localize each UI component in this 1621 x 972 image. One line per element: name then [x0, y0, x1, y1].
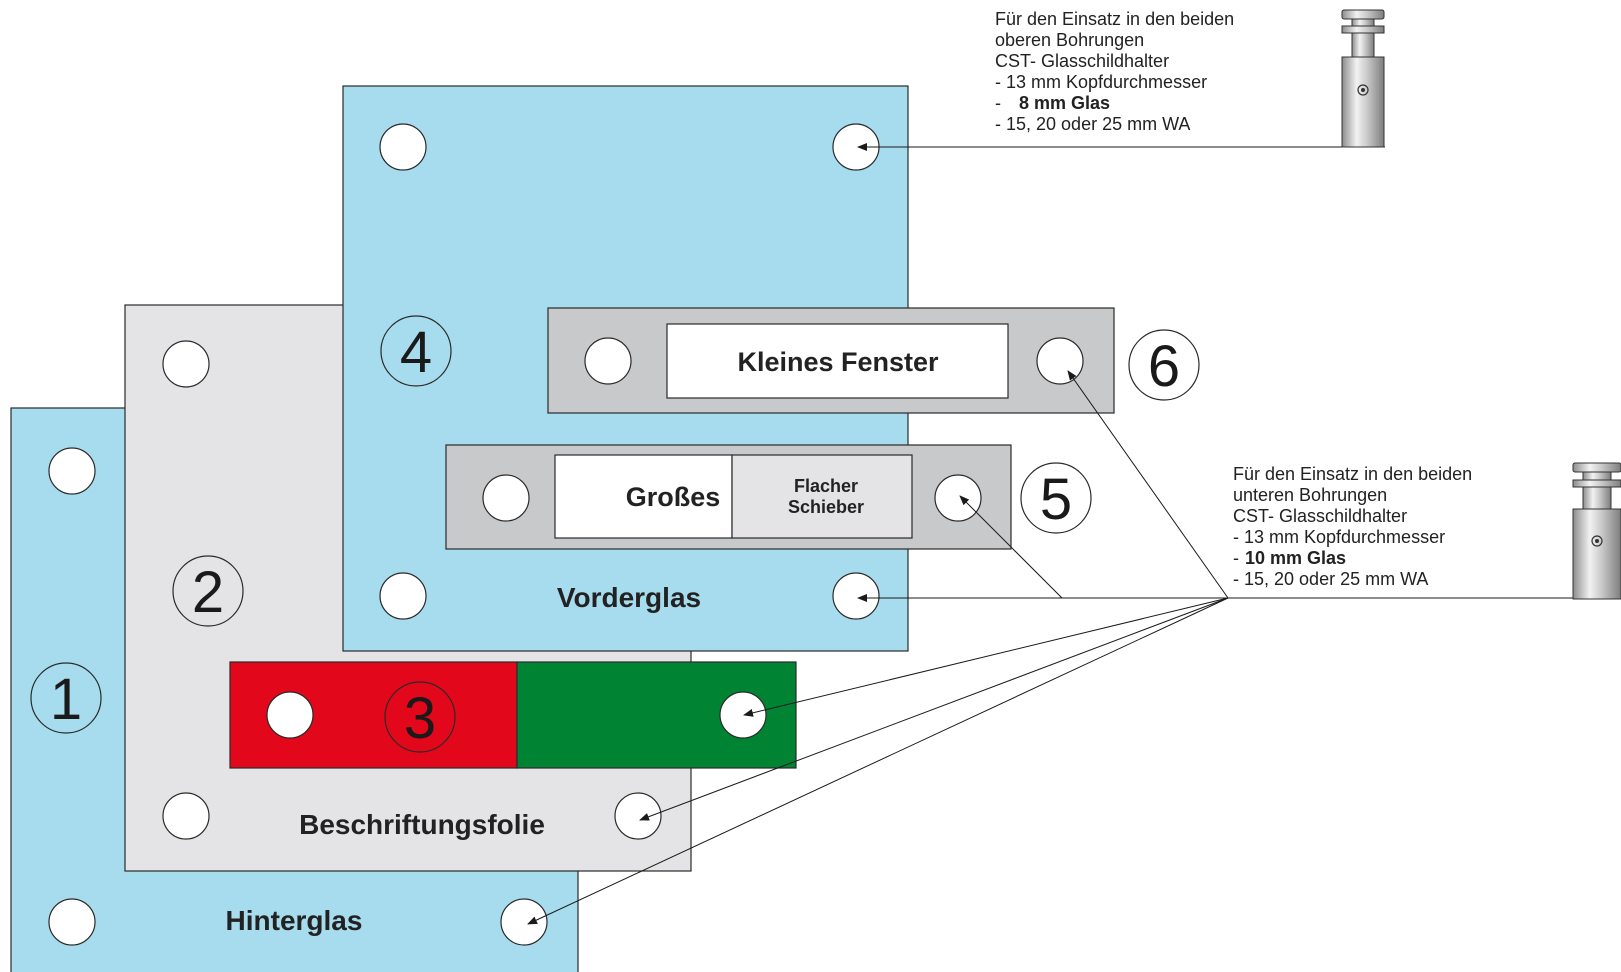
lower-note-line5-prefix: - — [1233, 548, 1239, 568]
number-badge-4 — [380, 315, 452, 387]
insert-strip: 3 — [229, 661, 797, 769]
strip-hole — [719, 691, 767, 739]
leader-to-strip — [743, 597, 1229, 717]
upper-note-line6: - 15, 20 oder 25 mm WA — [995, 114, 1190, 134]
number-badge-5 — [1020, 462, 1092, 534]
leader-to-bar6 — [1067, 370, 1229, 599]
bar-hole — [584, 337, 632, 385]
lower-note-line3: CST- Glasschildhalter — [1233, 506, 1407, 526]
strip-hole — [266, 691, 314, 739]
lower-note-line4: - 13 mm Kopfdurchmesser — [1233, 527, 1445, 547]
bar-hole — [1036, 337, 1084, 385]
upper-note-line5-bold: 8 mm Glas — [1019, 93, 1110, 113]
leader-to-bar5-a — [1012, 548, 1063, 599]
insert-strip-red — [229, 661, 518, 769]
number-badge-1 — [30, 662, 102, 734]
upper-note-line5-prefix: - — [995, 93, 1001, 113]
vorderglas-label: Vorderglas — [557, 582, 701, 613]
bar-hole — [482, 474, 530, 522]
large-window-label: Großes — [626, 482, 721, 512]
leader-to-folie — [639, 597, 1229, 821]
folie-hole — [162, 340, 210, 388]
leader-to-bar5-b — [959, 495, 1014, 550]
folie-hole — [614, 792, 662, 840]
large-window-bar: Großes Flacher Schieber 5 — [445, 444, 1092, 550]
upper-note-line4: - 13 mm Kopfdurchmesser — [995, 72, 1207, 92]
hinterglas-hole — [500, 898, 548, 946]
lower-note-line6: - 15, 20 oder 25 mm WA — [1233, 569, 1428, 589]
number-1: 1 — [50, 667, 82, 732]
number-badge-2 — [172, 555, 244, 627]
number-3: 3 — [404, 686, 436, 751]
number-badge-6 — [1128, 329, 1200, 401]
lower-note: Für den Einsatz in den beiden unteren Bo… — [1233, 464, 1472, 589]
hinterglas-hole — [48, 898, 96, 946]
hinterglas-hole — [48, 447, 96, 495]
vorderglas-hole — [832, 572, 880, 620]
vorderglas-hole — [379, 572, 427, 620]
small-window-label: Kleines Fenster — [737, 347, 939, 377]
flat-slider-label-line2: Schieber — [788, 497, 864, 517]
large-window — [554, 454, 733, 539]
lower-note-line1: Für den Einsatz in den beiden — [1233, 464, 1472, 484]
number-6: 6 — [1148, 334, 1180, 399]
number-badge-3 — [384, 681, 456, 753]
number-5: 5 — [1040, 467, 1072, 532]
small-window — [666, 323, 1009, 399]
beschriftungsfolie-label: Beschriftungsfolie — [299, 809, 545, 840]
flat-slider-label-line1: Flacher — [794, 476, 858, 496]
lower-note-line5-bold: 10 mm Glas — [1245, 548, 1346, 568]
upper-note: Für den Einsatz in den beiden oberen Boh… — [995, 9, 1234, 134]
upper-note-line2: oberen Bohrungen — [995, 30, 1144, 50]
upper-note-line1: Für den Einsatz in den beiden — [995, 9, 1234, 29]
glass-holder-standoff-icon — [1341, 9, 1385, 148]
leader-to-hinterglas — [527, 597, 1229, 925]
bar-hole — [934, 474, 982, 522]
upper-note-line3: CST- Glasschildhalter — [995, 51, 1169, 71]
number-2: 2 — [192, 560, 224, 625]
number-4: 4 — [400, 320, 432, 385]
glass-holder-standoff-icon — [1572, 462, 1621, 600]
small-window-bar: Kleines Fenster 6 — [547, 307, 1200, 414]
vorderglas-hole — [379, 123, 427, 171]
hinterglas-label: Hinterglas — [226, 905, 363, 936]
lower-note-line2: unteren Bohrungen — [1233, 485, 1387, 505]
folie-hole — [162, 792, 210, 840]
flat-slider — [731, 454, 913, 539]
leader-lines — [527, 143, 1621, 925]
